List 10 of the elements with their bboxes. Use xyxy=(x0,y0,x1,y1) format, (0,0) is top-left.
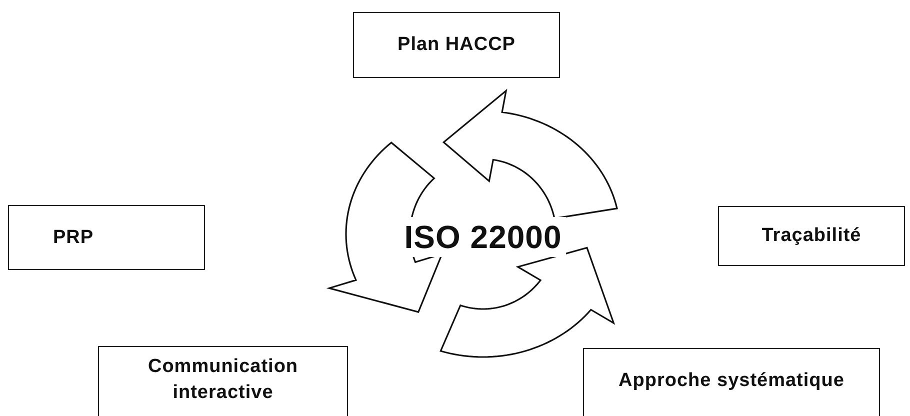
box-label: Traçabilité xyxy=(760,224,862,248)
box-label: PRP xyxy=(53,226,95,250)
box-label: Communication interactive xyxy=(146,355,300,405)
process-box xyxy=(583,348,880,416)
box-label: Plan HACCP xyxy=(396,33,516,57)
box-label: Approche systématique xyxy=(618,369,846,393)
process-box xyxy=(718,206,905,266)
process-box xyxy=(353,12,560,78)
process-box xyxy=(98,346,348,416)
process-box xyxy=(8,205,205,270)
